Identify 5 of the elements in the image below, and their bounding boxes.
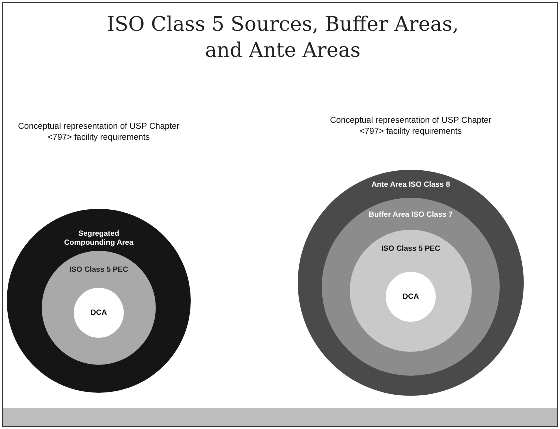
area-circle	[74, 288, 124, 338]
caption: Conceptual representation of USP Chapter <797> facility requirements	[329, 115, 493, 137]
title: ISO Class 5 Sources, Buffer Areas, and Ante Areas	[106, 11, 460, 63]
area-circle	[386, 272, 436, 322]
caption: Conceptual representation of USP Chapter <797> facility requirements	[17, 121, 181, 143]
